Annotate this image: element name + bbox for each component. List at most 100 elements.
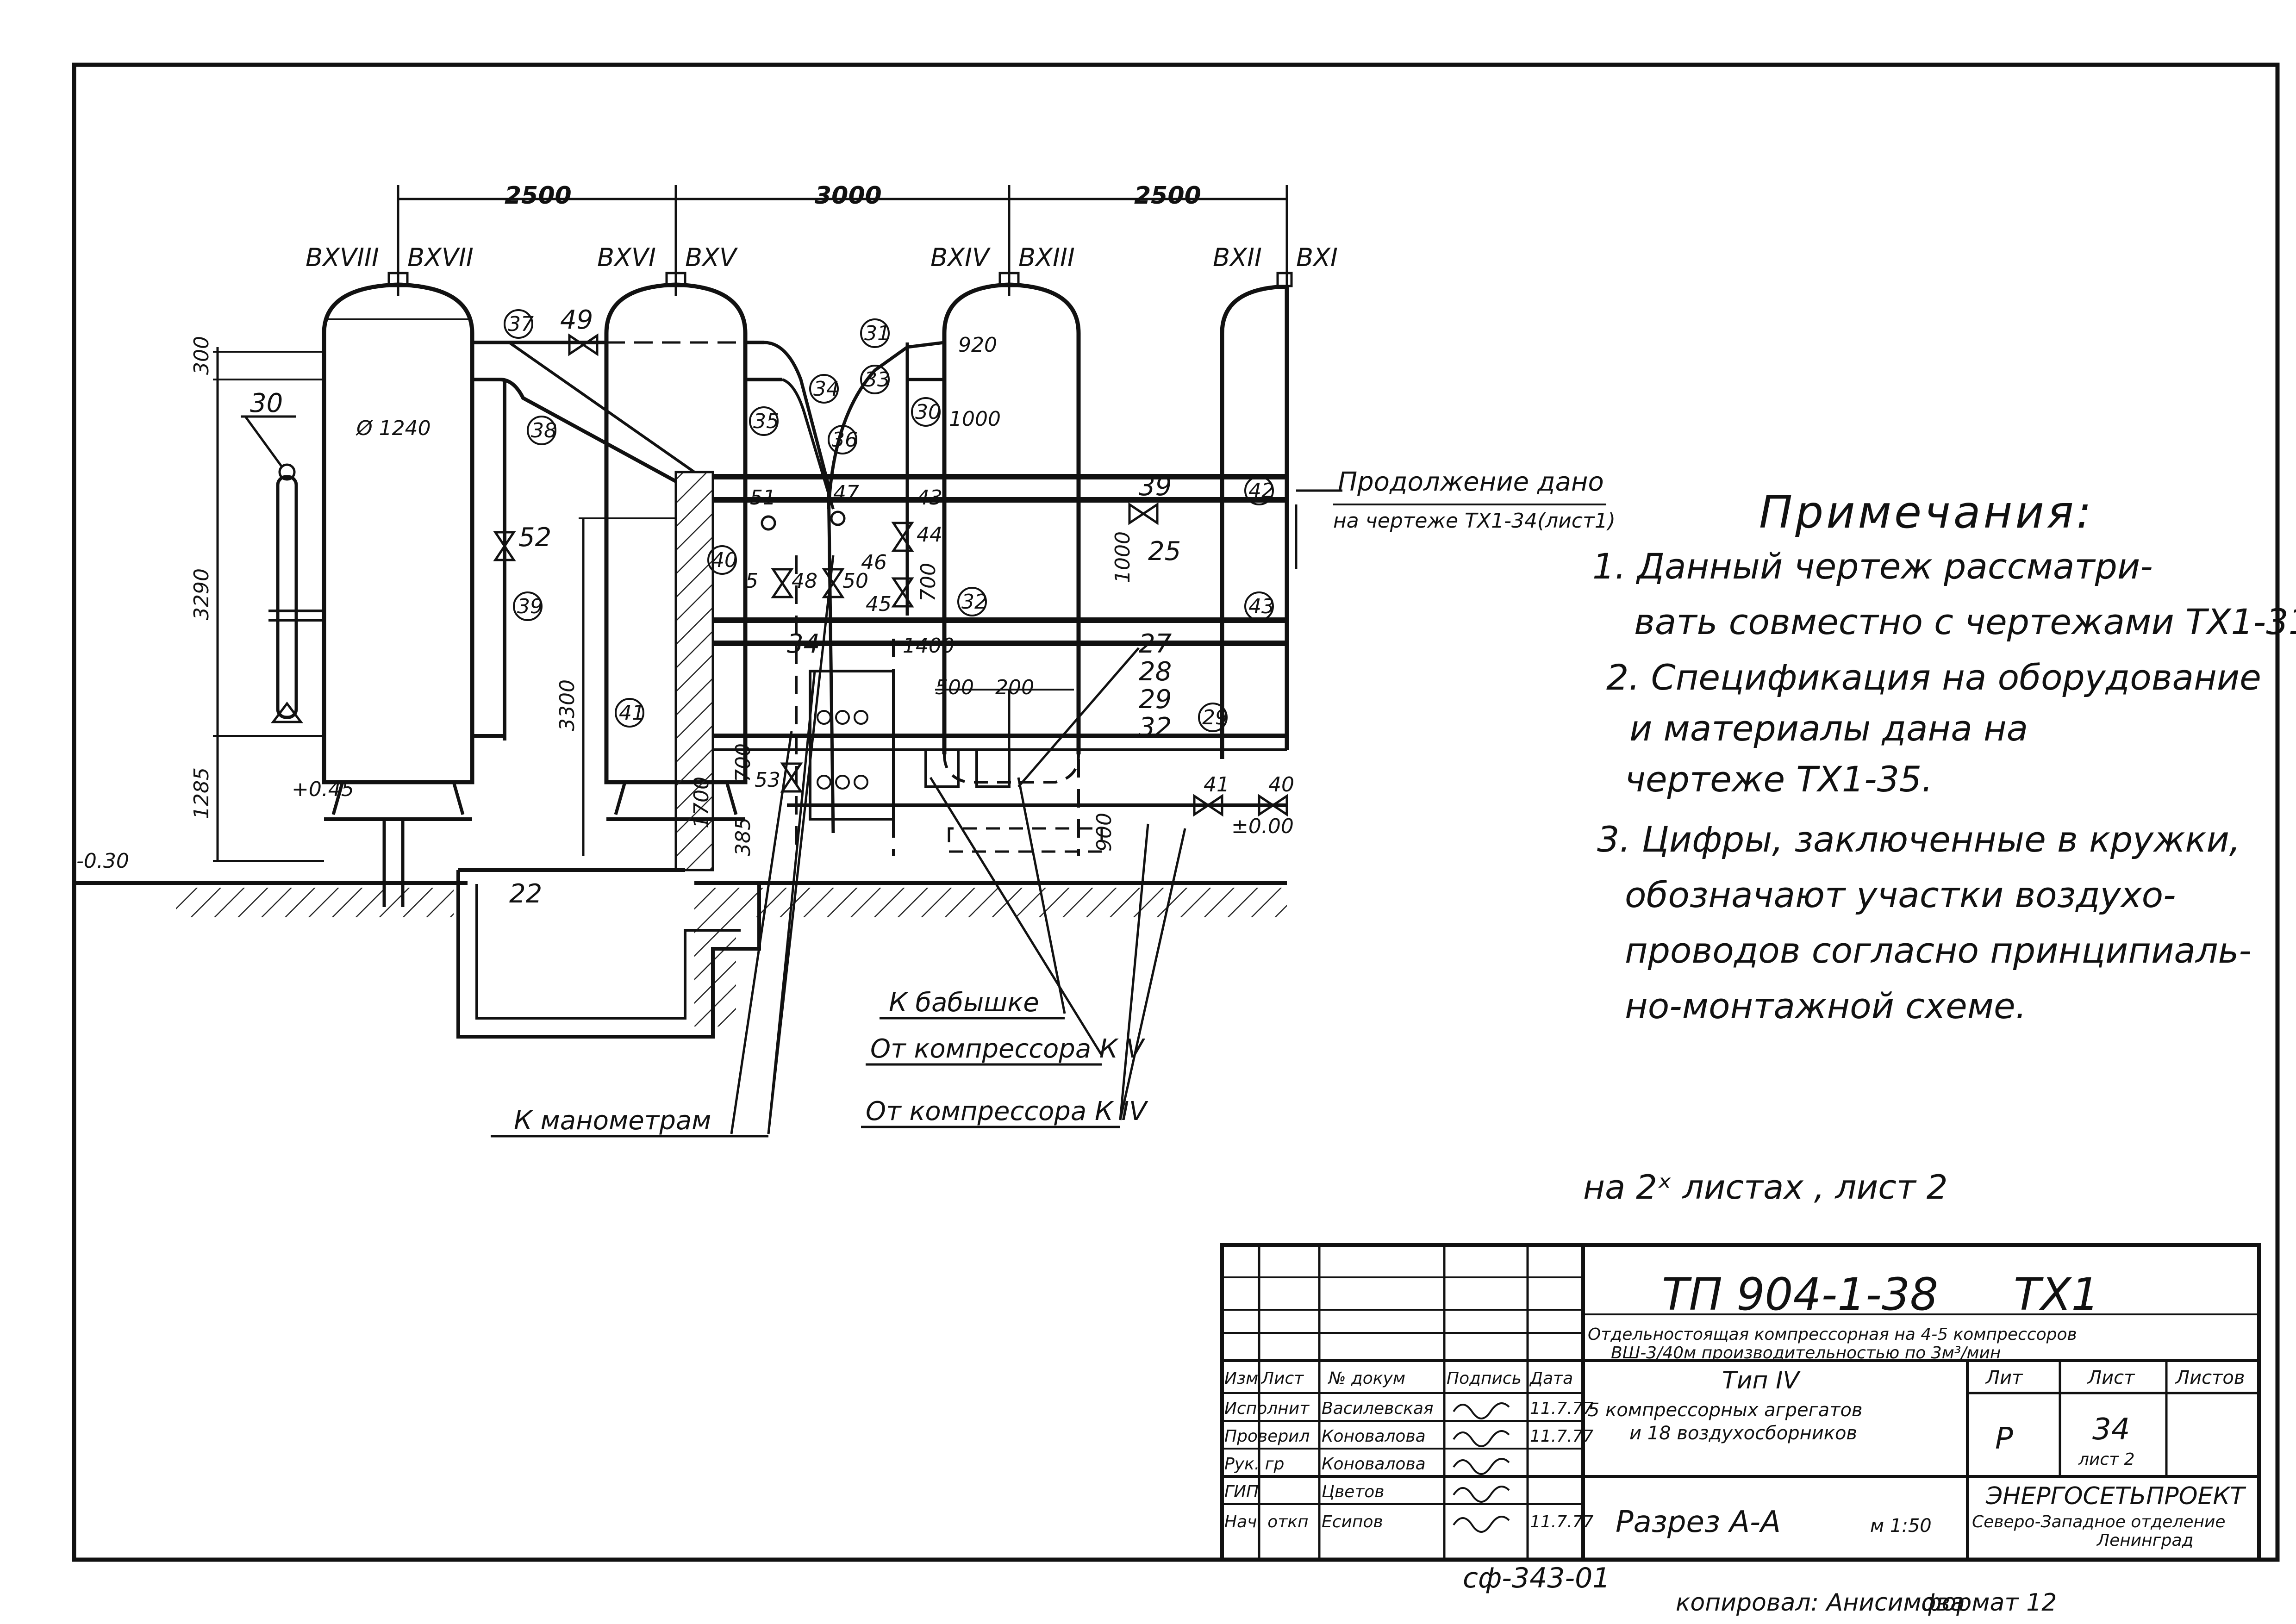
dim-label: 3300: [555, 679, 579, 731]
notes-title: Примечания:: [1759, 486, 2094, 538]
signature: [1453, 1486, 1510, 1503]
section-number: 40: [711, 548, 737, 572]
sheet-header: Лист: [2087, 1367, 2135, 1388]
dim-label: 1400: [903, 634, 955, 658]
notes: Примечания: 1. Данный чертеж рассматри- …: [1592, 486, 2296, 1027]
sign-date: 11.7.77: [1530, 1512, 1594, 1531]
elevation-label: +0.45: [292, 778, 354, 801]
copied-by: копировал: Анисимова: [1676, 1589, 1965, 1617]
signature: [1453, 1402, 1510, 1419]
signature: [1453, 1430, 1510, 1447]
dim-label: 1700: [690, 777, 713, 828]
signature: [1453, 1516, 1510, 1533]
diameter-label: Ø 1240: [356, 417, 431, 440]
doc-description: ВШ-3/40м производительностью по 3м³/мин: [1611, 1344, 2001, 1363]
role: Исполнит: [1224, 1399, 1310, 1418]
left-dimensions: [213, 347, 676, 862]
archive-stamp: сф-343-01: [1463, 1562, 1610, 1594]
item-number: 40: [1268, 773, 1294, 796]
item-number: 53: [755, 768, 780, 792]
organization-branch: Северо-Западное отделение: [1972, 1512, 2226, 1531]
section-title: Разрез А-А: [1616, 1505, 1781, 1539]
person-name: Цветов: [1322, 1482, 1385, 1501]
column-header: № докум: [1328, 1369, 1405, 1388]
item-number: 34: [787, 629, 820, 659]
organization: ЭНЕРГОСЕТЬПРОЕКТ: [1985, 1482, 2246, 1510]
doc-code: ТП 904-1-38: [1662, 1269, 1938, 1320]
sheets-header: Листов: [2175, 1367, 2245, 1388]
item-number: 50: [842, 569, 868, 593]
section-number: 33: [864, 368, 890, 392]
organization-city: Ленинград: [2096, 1531, 2193, 1550]
item-number: 47: [833, 481, 859, 505]
section-number: 36: [832, 428, 858, 452]
note-line: обозначают участки воздухо-: [1625, 874, 2176, 915]
item-number: 46: [861, 551, 887, 574]
doc-description: Отдельностоящая компрессорная на 4-5 ком…: [1588, 1325, 2077, 1344]
dim-label: 3290: [190, 568, 213, 620]
callout-to-grandma: К бабышке: [889, 988, 1039, 1018]
continuation-note: Продолжение дано: [1338, 467, 1604, 497]
drawing-labels: 300 3290 1285 3300 1700 700 385 700 1000…: [76, 333, 1294, 873]
item-number: 52: [518, 523, 551, 553]
dim-label: 500: [935, 676, 974, 699]
dim-label: 700: [917, 563, 940, 602]
note-line: 3. Цифры, заключенные в кружки,: [1597, 819, 2240, 860]
person-name: Коновалова: [1322, 1455, 1426, 1474]
role: ГИП: [1224, 1482, 1259, 1501]
sheet-frame: [72, 62, 2280, 1562]
leader-lines: [730, 489, 1606, 1134]
item-number: 29: [1139, 684, 1172, 715]
vessel-label: BXIV: [930, 243, 991, 272]
item-number: 27: [1139, 629, 1172, 659]
dim-label: 1000: [1111, 531, 1135, 583]
vessel-label: BXVII: [407, 243, 474, 272]
sheet-count: на 2ˣ листах , лист 2: [1583, 1168, 1948, 1207]
callouts: Продолжение дано на чертеже ТХ1-34(лист1…: [491, 467, 1616, 1138]
section-number: 41: [619, 701, 645, 725]
item-number: 28: [1139, 657, 1172, 687]
note-line: чертеже ТХ1-35.: [1625, 759, 1933, 800]
doc-type: Тип IV: [1722, 1367, 1801, 1394]
stage-header: Лит: [1985, 1367, 2023, 1388]
callout-from-compressor-kv: От компрессора К V: [870, 1034, 1146, 1064]
callout-from-compressor-kiv: От компрессора К IV: [866, 1096, 1148, 1126]
top-dimensions: 2500 3000 2500: [397, 182, 1288, 296]
ground: [74, 868, 1287, 1039]
doc-mark: ТХ1: [2014, 1269, 2099, 1320]
person-name: Есипов: [1322, 1512, 1383, 1531]
stage-value: Р: [1995, 1422, 2013, 1456]
item-number: 48: [792, 569, 817, 593]
item-number: 25: [1148, 536, 1181, 566]
dim-label: 200: [995, 676, 1034, 699]
air-receiver: [1220, 272, 1293, 759]
note-line: и материалы дана на: [1629, 708, 2028, 749]
dim-3000: 3000: [815, 182, 882, 210]
section-number: 43: [1248, 595, 1274, 618]
role: Нач. откп: [1224, 1512, 1309, 1531]
vessel-label: BXII: [1213, 243, 1262, 272]
title-block: ТП 904-1-38 ТХ1 Отдельностоящая компресс…: [1220, 1243, 2261, 1562]
signature: [1453, 1458, 1510, 1475]
person-name: Василевская: [1322, 1399, 1434, 1418]
note-line: проводов согласно принципиаль-: [1625, 930, 2252, 971]
role: Проверил: [1224, 1427, 1310, 1446]
sign-date: 11.7.77: [1530, 1427, 1594, 1446]
item-number: 32: [1139, 712, 1172, 742]
air-receiver: [942, 272, 1081, 784]
note-line: но-монтажной схеме.: [1625, 985, 2027, 1027]
item-number: 22: [509, 879, 542, 909]
vessel-label: BXVI: [597, 243, 656, 272]
item-number: 49: [560, 305, 593, 335]
air-receiver: [322, 272, 474, 907]
wall: [674, 471, 714, 871]
column-header: Подпись: [1447, 1369, 1522, 1388]
section-number: 35: [753, 410, 779, 433]
section-number: 37: [508, 312, 534, 336]
drawing-scale: м 1:50: [1870, 1515, 1932, 1537]
paper-format: формат 12: [1921, 1589, 2057, 1617]
sign-date: 11.7.77: [1530, 1399, 1594, 1418]
item-number: 45: [866, 592, 892, 616]
valve-symbols: [493, 333, 1288, 817]
